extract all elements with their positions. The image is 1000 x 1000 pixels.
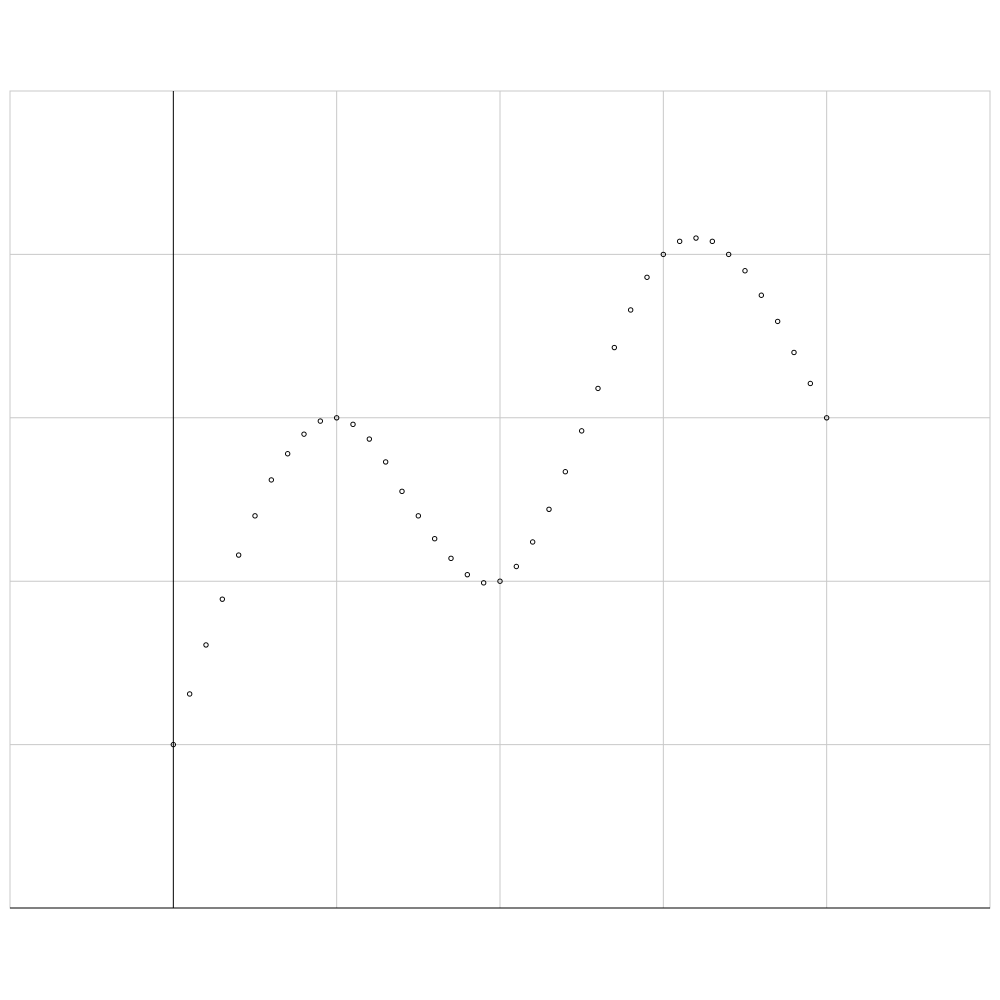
data-point	[627, 307, 634, 313]
data-point	[317, 418, 324, 424]
data-point	[350, 421, 356, 428]
data-point	[252, 513, 258, 519]
data-point	[366, 436, 373, 442]
data-point	[170, 741, 177, 748]
data-point	[644, 274, 650, 280]
data-point	[284, 451, 291, 457]
data-point	[823, 415, 830, 421]
data-point	[807, 380, 814, 387]
data-point	[791, 349, 797, 356]
data-point	[676, 238, 683, 245]
data-point	[399, 488, 405, 495]
data-point	[268, 477, 275, 483]
data-point	[725, 251, 732, 258]
points-layer	[170, 235, 830, 748]
data-point	[660, 251, 667, 258]
data-point	[513, 563, 520, 570]
data-point	[382, 459, 389, 465]
data-point	[464, 571, 471, 578]
data-point	[235, 552, 242, 558]
data-point	[578, 428, 585, 434]
data-point	[203, 642, 209, 648]
data-point	[562, 469, 569, 475]
data-point	[742, 268, 748, 274]
data-point	[546, 506, 552, 513]
data-point	[301, 431, 307, 437]
data-point	[709, 238, 716, 245]
data-point	[497, 578, 503, 584]
data-point	[693, 235, 699, 241]
data-point	[758, 292, 765, 298]
data-point	[448, 555, 454, 562]
axes-layer	[10, 91, 990, 909]
data-point	[219, 596, 226, 602]
data-point	[595, 385, 601, 392]
data-point	[480, 580, 487, 586]
data-point	[415, 513, 422, 519]
data-point	[333, 415, 340, 421]
data-point	[529, 539, 536, 545]
data-point	[611, 344, 618, 351]
data-point	[186, 691, 193, 697]
data-point	[774, 318, 781, 325]
data-point	[431, 536, 438, 542]
